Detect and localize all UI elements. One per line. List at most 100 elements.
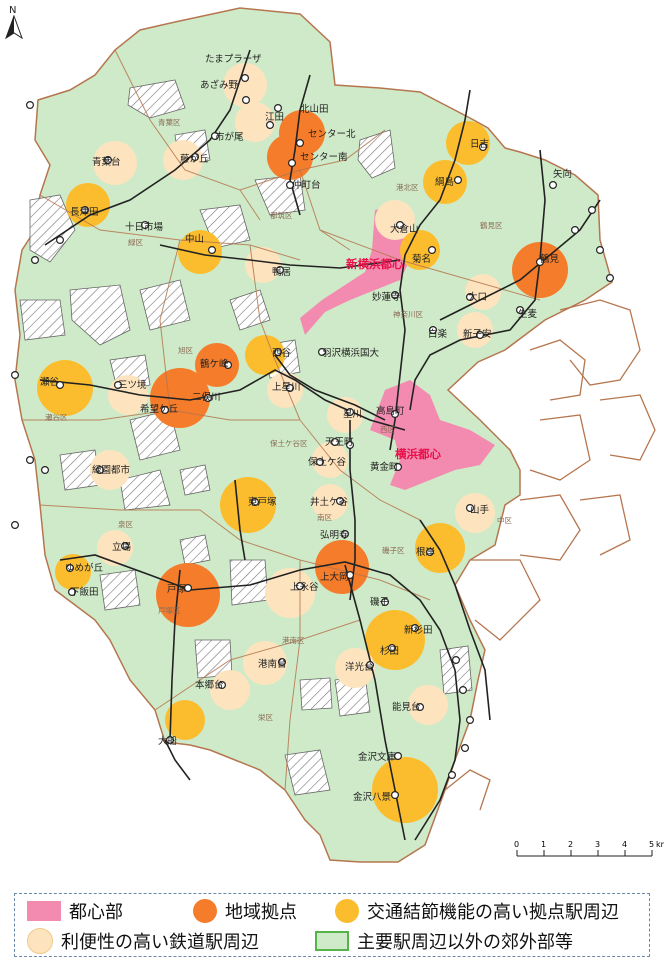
legend-swatch-regional-hub bbox=[193, 899, 217, 923]
ward-hodogaya: 保土ケ谷区 bbox=[270, 438, 308, 448]
kaminagaya-circle bbox=[265, 568, 315, 618]
fujigaoka-circle bbox=[163, 140, 203, 180]
label-kita-yamata: 北山田 bbox=[300, 104, 329, 115]
station-dot bbox=[113, 381, 122, 390]
label-hiyoshi: 日吉 bbox=[470, 139, 489, 150]
station-dot bbox=[274, 103, 283, 112]
label-kanazawa-hakkei: 金沢八景 bbox=[353, 791, 391, 803]
ward-labels: 青葉区 都筑区 港北区 緑区 鶴見区 神奈川区 旭区 瀬谷区 保土ケ谷区 西区 … bbox=[45, 117, 512, 722]
station-dot bbox=[31, 256, 40, 265]
label-hoshikawa: 星川 bbox=[343, 409, 362, 420]
label-kaminagaya: 上永谷 bbox=[290, 581, 319, 593]
konandai-circle bbox=[243, 641, 287, 685]
nagatsuta-circle bbox=[66, 183, 110, 227]
eda-circle bbox=[235, 102, 275, 142]
label-myorenji: 妙蓮寺 bbox=[372, 291, 401, 303]
tsurumi-circle bbox=[512, 242, 568, 298]
legend-item-convenient-station: 利便性の高い鉄道駅周辺 bbox=[27, 926, 259, 956]
station-dot bbox=[394, 751, 403, 760]
station-dot bbox=[466, 715, 475, 724]
scale-tick-2: 2 bbox=[568, 840, 573, 849]
ward-konan: 港南区 bbox=[282, 635, 305, 645]
label-nakamachidai: 仲町台 bbox=[292, 179, 321, 191]
station-dot bbox=[411, 623, 420, 632]
label-negishi: 根岸 bbox=[416, 546, 436, 558]
station-dot bbox=[341, 529, 350, 538]
station-dot bbox=[55, 236, 64, 245]
negishi-circle bbox=[415, 523, 465, 573]
label-hakuraku: 白楽 bbox=[428, 328, 448, 340]
station-dot bbox=[595, 246, 604, 255]
station-dot bbox=[331, 438, 340, 447]
label-center-minami: センター南 bbox=[300, 151, 348, 163]
label-nakayama: 中山 bbox=[185, 233, 204, 245]
yumegaoka-circle bbox=[55, 554, 91, 590]
label-fujigaoka: 藤が丘 bbox=[180, 153, 209, 165]
station-dot bbox=[166, 735, 175, 744]
city-map: たまプラーザ あざみ野 北山田 江田 センター北 センター南 市が尾 日吉 青葉… bbox=[5, 5, 664, 863]
scale-bar: 0 1 2 3 4 5 km bbox=[514, 840, 664, 857]
label-isogo: 磯子 bbox=[370, 596, 390, 608]
station-dot bbox=[67, 587, 76, 596]
label-kanazawa-bunko: 金沢文庫 bbox=[358, 751, 397, 763]
aobadai-circle bbox=[93, 141, 137, 185]
scale-unit: km bbox=[656, 840, 664, 849]
label-hazawa: 羽沢横浜国大 bbox=[322, 347, 380, 359]
label-tsurumi: 鶴見 bbox=[540, 253, 560, 265]
station-dot bbox=[346, 570, 355, 579]
station-dot bbox=[286, 181, 295, 190]
ward-sakae: 栄区 bbox=[258, 712, 273, 722]
hoshikawa-circle bbox=[327, 397, 363, 433]
ward-seya: 瀬谷区 bbox=[45, 412, 68, 422]
label-oguchi: 大口 bbox=[468, 291, 487, 303]
ofuna-circle bbox=[165, 700, 205, 740]
station-dot bbox=[570, 226, 579, 235]
nokendai-circle bbox=[408, 685, 448, 725]
idogaya-circle bbox=[312, 484, 348, 520]
station-dot bbox=[346, 408, 355, 417]
tsunashima-circle bbox=[423, 160, 467, 204]
label-aobadai: 青葉台 bbox=[92, 156, 121, 168]
label-yokohama-core: 横浜都心 bbox=[395, 447, 441, 461]
legend-item-regional-hub: 地域拠点 bbox=[193, 896, 297, 926]
hongodai-circle bbox=[210, 670, 250, 710]
station-dot bbox=[391, 790, 400, 799]
label-kikuna: 菊名 bbox=[412, 253, 431, 265]
label-tama-plaza: たまプラーザ bbox=[205, 54, 262, 65]
label-hodogaya: 保土ケ谷 bbox=[308, 456, 347, 468]
station-dot bbox=[224, 361, 233, 370]
label-idogaya: 井土ケ谷 bbox=[310, 496, 349, 508]
label-nagatsuta: 長津田 bbox=[70, 207, 99, 218]
label-futamatagawa: 二俣川 bbox=[192, 391, 221, 403]
legend-item-suburban: 主要駅周辺以外の郊外部等 bbox=[315, 926, 573, 956]
station-dot bbox=[218, 680, 227, 689]
scale-tick-5: 5 bbox=[649, 840, 654, 849]
scale-tick-1: 1 bbox=[541, 840, 546, 849]
okurayama-circle bbox=[375, 200, 415, 240]
label-totsuka: 戸塚 bbox=[167, 584, 187, 595]
station-dot bbox=[429, 326, 438, 335]
station-dot bbox=[428, 246, 437, 255]
station-labels: たまプラーザ あざみ野 北山田 江田 センター北 センター南 市が尾 日吉 青葉… bbox=[40, 54, 572, 803]
ryokuen-circle bbox=[90, 450, 130, 490]
label-gumyoji: 弘明寺 bbox=[320, 530, 349, 541]
station-dot bbox=[479, 143, 488, 152]
station-dot bbox=[426, 547, 435, 556]
label-kamiooka: 上大岡 bbox=[320, 571, 349, 583]
legend-label-convenient-station: 利便性の高い鉄道駅周辺 bbox=[61, 932, 259, 953]
legend-label-suburban: 主要駅周辺以外の郊外部等 bbox=[357, 932, 573, 953]
label-hongodai: 本郷台 bbox=[195, 679, 224, 691]
station-dot bbox=[80, 206, 89, 215]
station-dot bbox=[391, 410, 400, 419]
station-dot bbox=[65, 563, 74, 572]
higashi-totsuka-circle bbox=[220, 477, 276, 533]
legend-swatch-city-core bbox=[27, 901, 61, 921]
label-tokaichiba: 十日市場 bbox=[125, 221, 164, 233]
station-dot bbox=[241, 73, 250, 82]
station-dot bbox=[416, 702, 425, 711]
seya-circle bbox=[37, 360, 93, 416]
label-tateba: 立場 bbox=[112, 541, 132, 553]
station-dot bbox=[40, 466, 49, 475]
ward-minami: 南区 bbox=[317, 512, 332, 522]
station-dot bbox=[274, 348, 283, 357]
